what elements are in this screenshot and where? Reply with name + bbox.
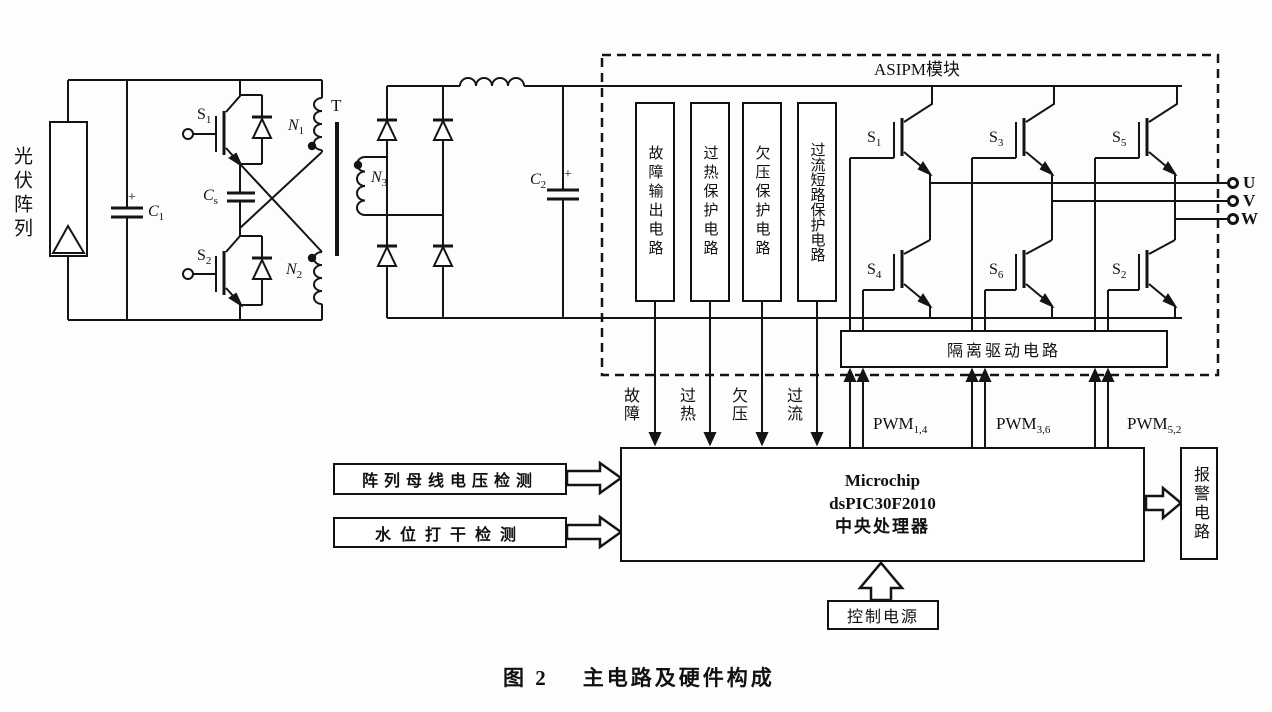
pwm-1-4-label: PWM1,4 xyxy=(873,414,928,436)
n1-label: N1 xyxy=(288,117,305,137)
block-arrows xyxy=(565,460,1183,602)
c1-label: C1 xyxy=(148,203,165,223)
capacitor-cs xyxy=(227,191,255,236)
bridge-s6-label: S6 xyxy=(989,261,1004,281)
alarm-circuit-box: 报警电路 xyxy=(1180,447,1218,560)
pwm-signal-arrows xyxy=(843,367,1115,447)
isolation-drive-circuit-box: 隔离驱动电路 xyxy=(840,330,1168,368)
c2-polarity-plus: + xyxy=(564,167,572,182)
igbt-s1-left xyxy=(182,80,273,193)
cs-label: Cs xyxy=(203,187,218,207)
capacitor-c1 xyxy=(111,80,143,320)
bridge-s4-label: S4 xyxy=(867,261,882,281)
pv-array-symbol xyxy=(49,80,88,320)
water-level-detection-box: 水位打干检测 xyxy=(333,517,567,548)
protection-signal-arrows xyxy=(648,302,824,447)
undervoltage-protection-box: 欠压保护电路 xyxy=(742,102,782,302)
bridge-s3-label: S3 xyxy=(989,129,1004,149)
n3-label: N3 xyxy=(371,169,388,189)
alarm-arrow xyxy=(1144,485,1183,521)
control-power-arrow xyxy=(857,561,905,602)
bridge-s5-label: S5 xyxy=(1112,129,1127,149)
fault-signal-label: 故障 xyxy=(621,387,638,423)
transformer-symbol xyxy=(307,80,443,320)
cross-coupling-wires xyxy=(239,151,323,253)
bridge-s2-label: S2 xyxy=(1112,261,1127,281)
undervoltage-signal-label: 欠压 xyxy=(729,387,746,423)
overcurrent-signal-label: 过流 xyxy=(784,387,801,423)
s1-left-label: S1 xyxy=(197,106,212,126)
cpu-text: Microchip dsPIC30F2010 中央处理器 xyxy=(829,471,936,536)
bridge-phase-u xyxy=(849,86,933,330)
overcurrent-short-protection-box: 过流短路保护电路 xyxy=(797,102,837,302)
output-v-label: V xyxy=(1243,191,1256,210)
transformer-t-label: T xyxy=(331,96,342,115)
filter-inductor xyxy=(387,77,1182,319)
c2-label: C2 xyxy=(530,171,547,191)
asipm-module-boundary xyxy=(600,53,1220,377)
bridge-phase-v xyxy=(971,86,1055,330)
cpu-box: Microchip dsPIC30F2010 中央处理器 xyxy=(620,447,1145,562)
capacitor-c2 xyxy=(547,86,579,318)
dc-bus-left xyxy=(68,79,322,321)
fault-output-circuit-box: 故障输出电路 xyxy=(635,102,675,302)
n2-label: N2 xyxy=(286,261,303,281)
pv-array-label: 光伏阵列 xyxy=(11,146,32,242)
output-w-label: W xyxy=(1241,209,1258,228)
bridge-phase-w xyxy=(1094,86,1178,330)
rectifier-bridge xyxy=(376,86,454,318)
control-power-box: 控制电源 xyxy=(827,600,939,630)
output-u-label: U xyxy=(1243,173,1256,192)
bus-voltage-arrow xyxy=(565,460,624,496)
pwm-5-2-label: PWM5,2 xyxy=(1127,414,1182,436)
bridge-s1-label: S1 xyxy=(867,129,882,149)
c1-polarity-plus: + xyxy=(128,190,136,205)
overheat-signal-label: 过热 xyxy=(677,387,694,423)
igbt-s2-left xyxy=(182,235,273,320)
pwm-3-6-label: PWM3,6 xyxy=(996,414,1051,436)
overheat-protection-box: 过热保护电路 xyxy=(690,102,730,302)
phase-output-lines xyxy=(930,177,1239,225)
asipm-module-title: ASIPM模块 xyxy=(874,60,960,79)
bus-voltage-detection-box: 阵列母线电压检测 xyxy=(333,463,567,495)
water-level-arrow xyxy=(565,514,624,550)
s2-left-label: S2 xyxy=(197,247,212,267)
